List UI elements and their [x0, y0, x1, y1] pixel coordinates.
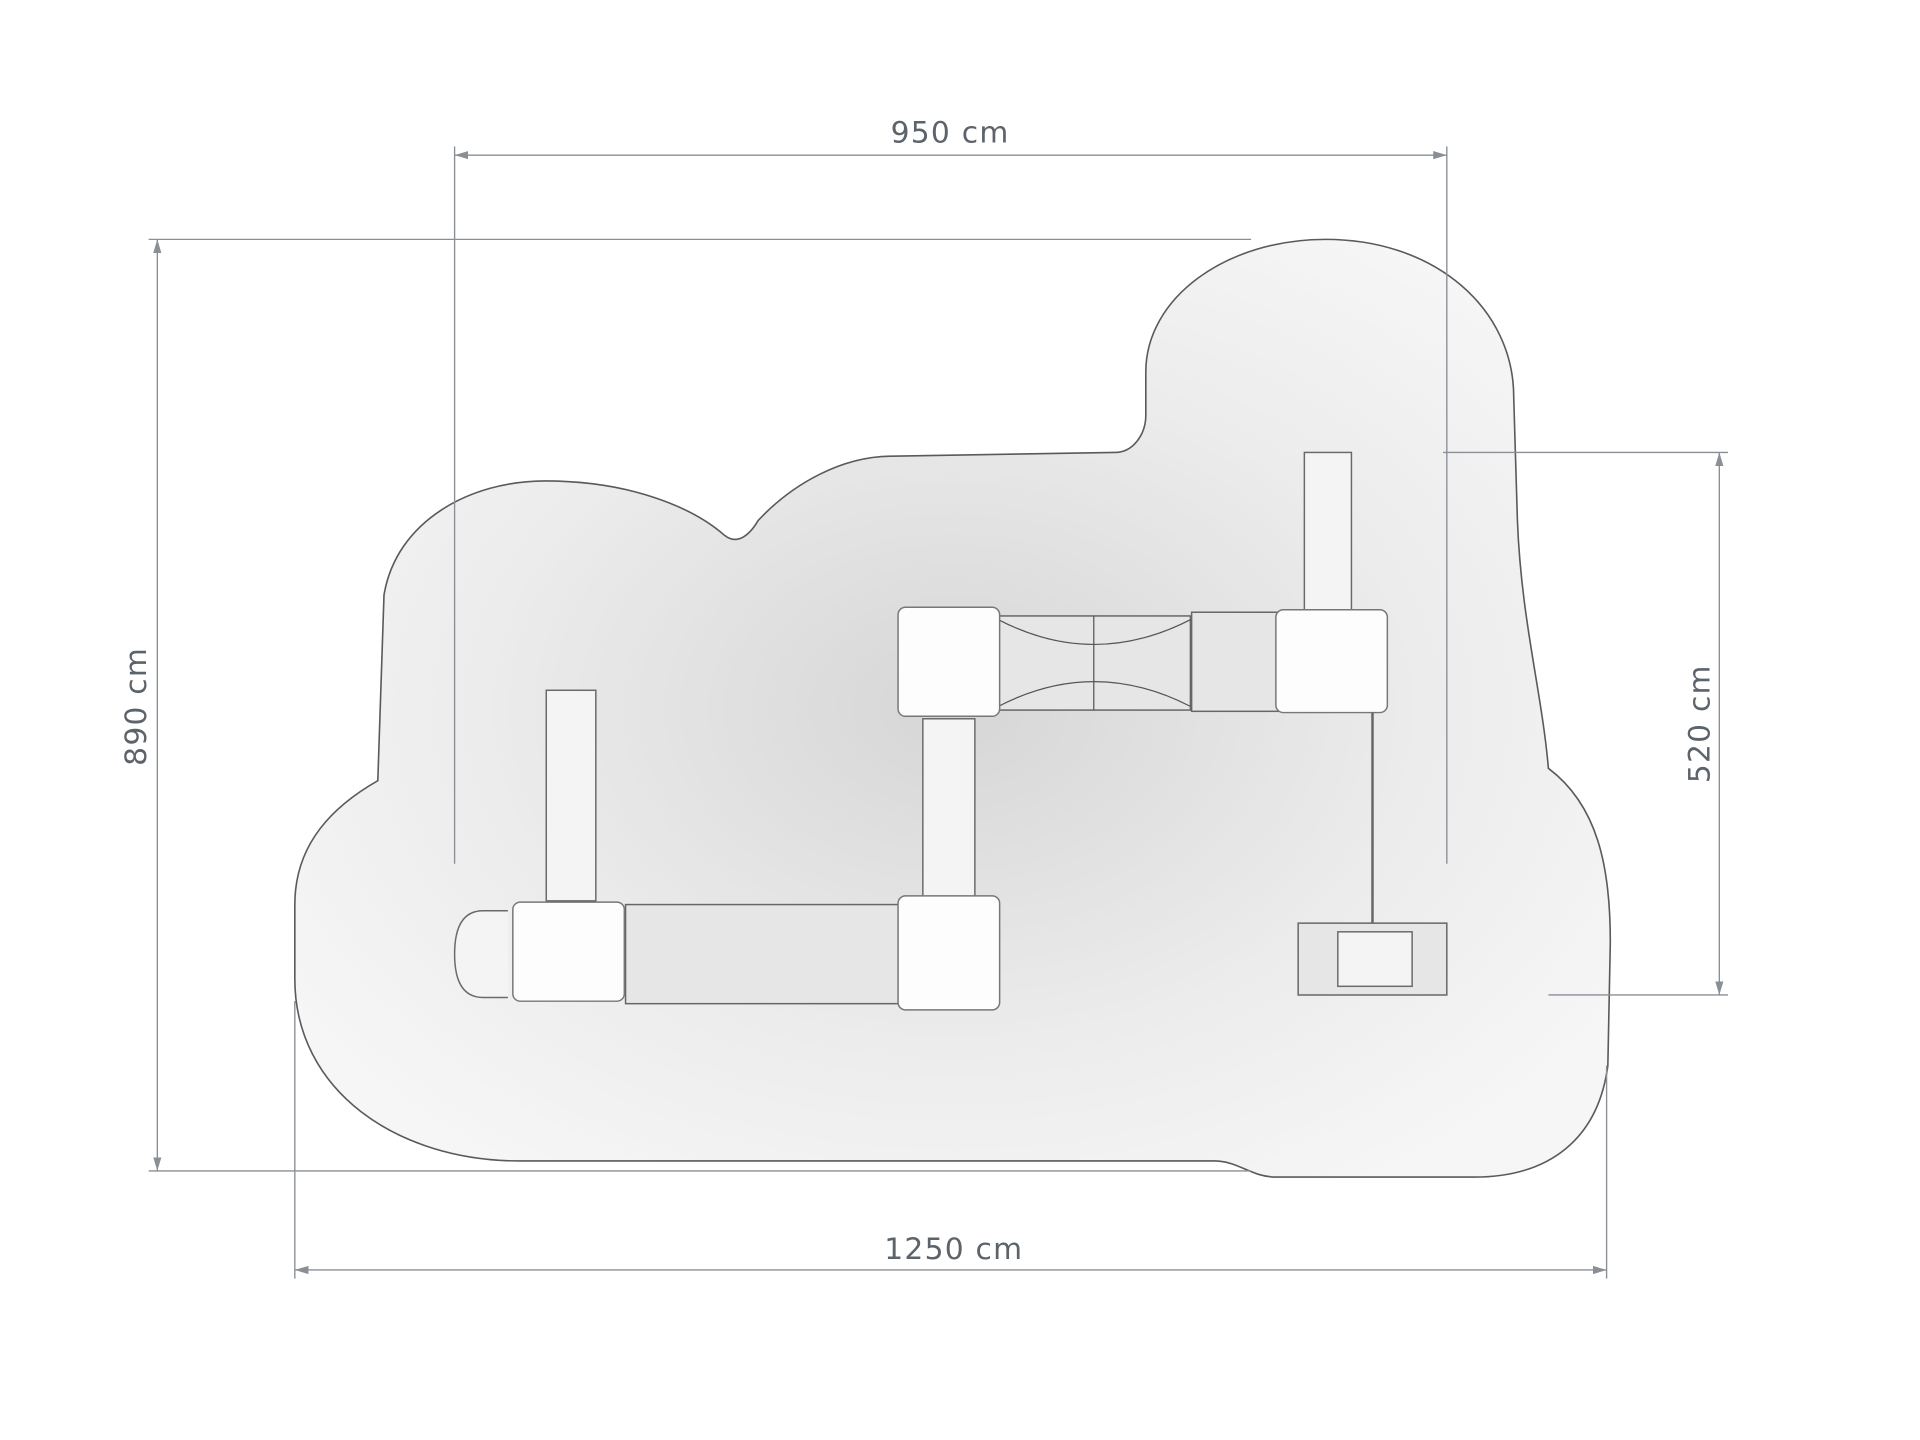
- dimension-label-bottom: 1250 cm: [884, 1232, 1023, 1267]
- slide-right: [1303, 451, 1353, 612]
- slide-center: [922, 718, 976, 900]
- dimension-left: 890 cm: [119, 238, 1252, 1172]
- platform-right-deck: [1190, 611, 1280, 713]
- dimension-right: 520 cm: [1443, 451, 1728, 996]
- tower-1: [512, 901, 626, 1002]
- slide-left: [545, 689, 597, 902]
- tunnel-bottom: [624, 903, 902, 1005]
- dimension-top: 950 cm: [453, 116, 1448, 864]
- tower-2: [897, 895, 1001, 1011]
- dimension-bottom: 1250 cm: [294, 1001, 1608, 1279]
- tower-4: [1275, 609, 1389, 714]
- play-equipment: [453, 451, 1448, 1011]
- dimension-label-right: 520 cm: [1682, 664, 1717, 783]
- dimension-label-top: 950 cm: [891, 116, 1010, 151]
- tower-3: [897, 606, 1001, 718]
- dimension-label-left: 890 cm: [119, 647, 154, 766]
- arch-climber: [453, 910, 508, 999]
